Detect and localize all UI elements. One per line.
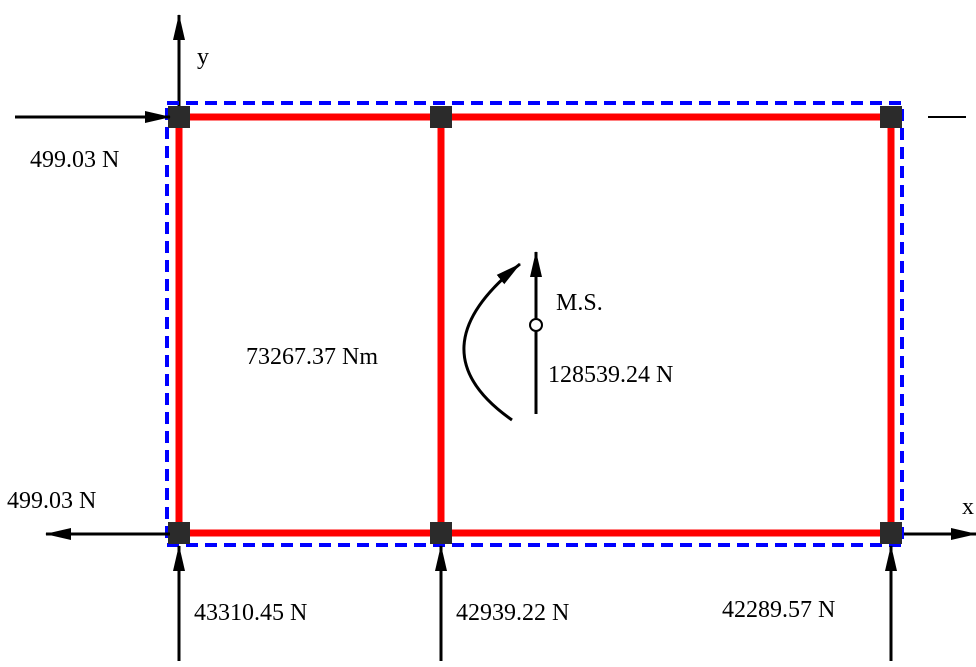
node-top-right: [880, 106, 902, 128]
y-axis-label: y: [197, 44, 209, 70]
moment-label: 73267.37 Nm: [246, 344, 378, 370]
support-3-label: 42289.57 N: [722, 597, 835, 623]
ms-label: M.S.: [556, 290, 603, 316]
node-bottom-middle: [430, 522, 452, 544]
bounding-box: [165, 101, 904, 547]
x-axis-label: x: [962, 494, 974, 520]
node-top-left: [168, 106, 190, 128]
support-2-label: 42939.22 N: [456, 600, 569, 626]
node-top-middle: [430, 106, 452, 128]
frame: [175, 113, 895, 537]
ms-point: [529, 318, 543, 332]
nodes: [168, 106, 902, 544]
moment-arc: [462, 262, 521, 422]
support-1-label: 43310.45 N: [194, 600, 307, 626]
node-bottom-right: [880, 522, 902, 544]
left-top-force-label: 499.03 N: [30, 147, 119, 173]
node-bottom-left: [168, 522, 190, 544]
center-force-label: 128539.24 N: [548, 362, 673, 388]
left-bottom-force-label: 499.03 N: [7, 488, 96, 514]
